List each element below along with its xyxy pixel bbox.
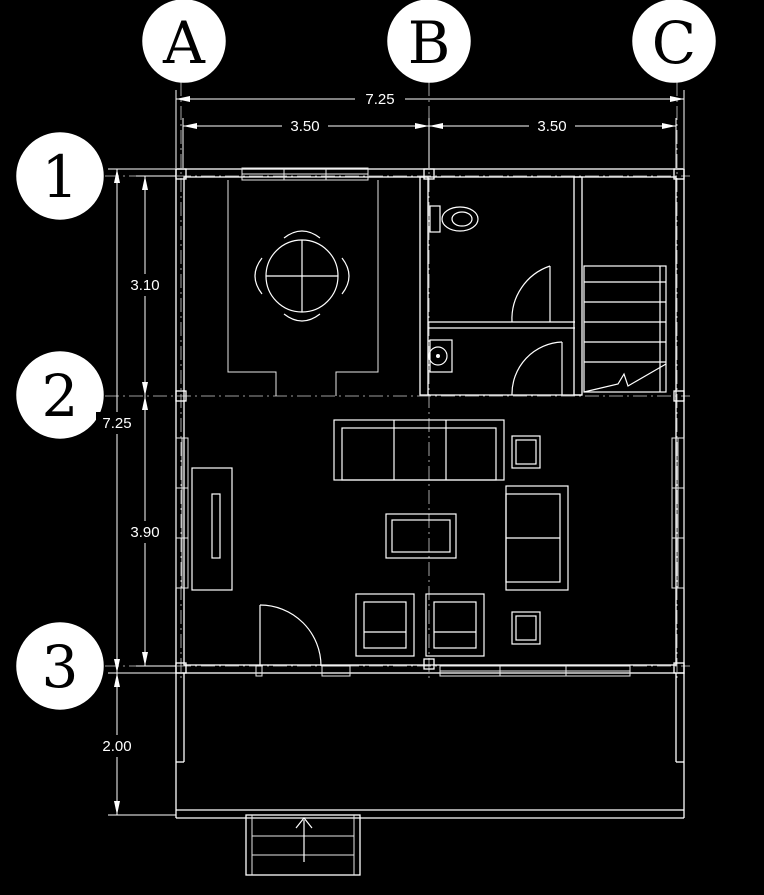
- dimension-label: 7.25: [365, 91, 394, 108]
- dimension-label: 3.50: [537, 118, 566, 135]
- row-label-2: 2: [42, 362, 79, 430]
- interior-walls: [227, 176, 583, 396]
- entry-arrow-icon: [295, 817, 313, 862]
- sofa-icon: [333, 419, 505, 481]
- dining-table-icon: [254, 230, 350, 322]
- row-label-1: 1: [42, 143, 79, 211]
- top-dimension-a-b: 3.50: [182, 115, 429, 168]
- coffee-table-icon: [385, 513, 457, 559]
- armchair-icon: [425, 593, 485, 657]
- dimension-label: 7.25: [102, 415, 131, 432]
- dimension-label: 2.00: [102, 738, 131, 755]
- dimension-label: 3.10: [130, 277, 159, 294]
- side-table-icon: [511, 611, 541, 645]
- left-dimension-overall: 7.25: [96, 168, 176, 674]
- column-bubble-a: A: [142, 0, 226, 83]
- sofa-icon: [505, 485, 569, 591]
- column-bubble-b: B: [387, 0, 471, 83]
- dimension-label: 3.50: [290, 118, 319, 135]
- top-dimension-overall: 7.25: [175, 88, 685, 168]
- tv-console-icon: [191, 467, 233, 591]
- column-label-a: A: [162, 9, 206, 77]
- window-front: [439, 665, 631, 677]
- entry-steps: [245, 814, 361, 876]
- dimension-label: 3.90: [130, 524, 159, 541]
- left-dimension-porch: 2.00: [96, 673, 176, 816]
- left-dimension-1-2: 3.10: [124, 175, 176, 396]
- left-dimension-2-3: 3.90: [124, 396, 176, 667]
- grid-lines: [105, 82, 690, 680]
- window-left-wall: [175, 437, 189, 589]
- column-label-c: C: [652, 9, 696, 77]
- row-bubble-1: 1: [16, 132, 104, 220]
- toilet-icon: [429, 205, 479, 233]
- column-label-b: B: [408, 9, 451, 77]
- door-swing-icon: [259, 604, 322, 667]
- row-label-3: 3: [42, 633, 79, 701]
- column-bubble-c: C: [632, 0, 716, 83]
- door-swing-icon: [511, 265, 563, 396]
- window-dining: [241, 167, 369, 181]
- porch: [175, 673, 685, 819]
- row-bubble-2: 2: [16, 351, 104, 439]
- side-table-icon: [511, 435, 541, 469]
- top-dimension-b-c: 3.50: [428, 115, 677, 168]
- row-bubble-3: 3: [16, 622, 104, 710]
- armchair-icon: [355, 593, 415, 657]
- exterior-walls: [175, 168, 685, 674]
- front-door: [255, 604, 351, 677]
- sink-icon: [428, 339, 453, 373]
- window-right-wall: [671, 437, 685, 589]
- stair-icon: [583, 265, 667, 393]
